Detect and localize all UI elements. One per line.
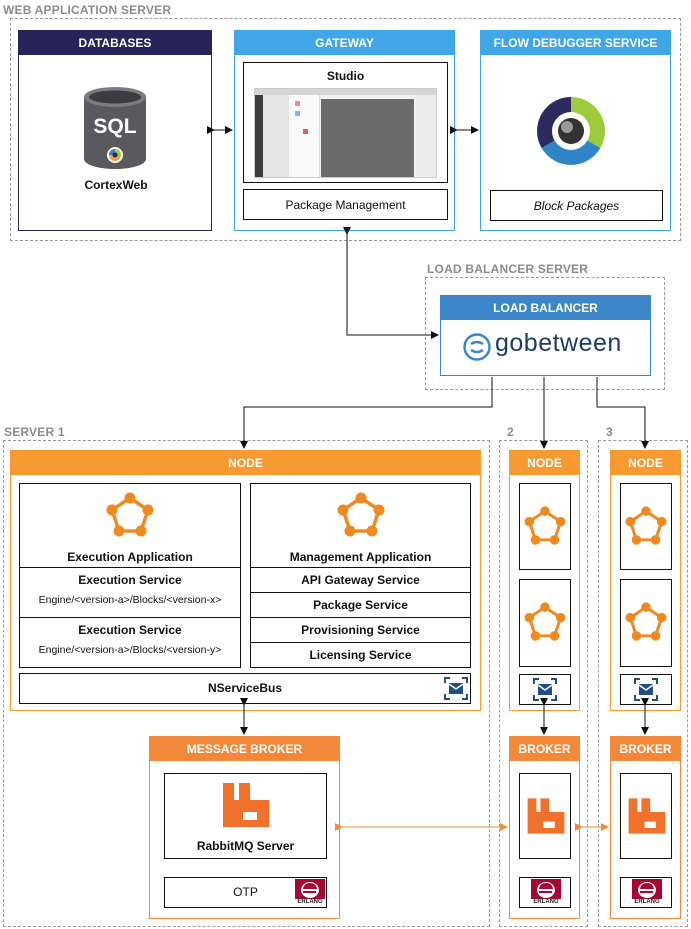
node-2-panel: NODE: [509, 450, 580, 711]
gobetween-logo-text: gobetween: [495, 329, 622, 357]
execution-service-label-2: Execution Service: [78, 623, 182, 637]
execution-application-box: Execution Application Execution Service …: [19, 483, 241, 668]
package-service-label: Package Service: [313, 598, 408, 612]
node-3-app-box-1: [620, 483, 672, 570]
rabbitmq-server-label: RabbitMQ Server: [196, 839, 295, 853]
broker-2-erlang-text: ERLANG: [533, 899, 559, 905]
web-application-server-label: WEB APPLICATION SERVER: [3, 3, 172, 17]
block-packages-box: Block Packages: [490, 190, 663, 221]
execution-service-row-1: Execution Service Engine/<version-a>/Blo…: [20, 567, 240, 617]
nservicebus-box: NServiceBus: [19, 673, 471, 704]
node-3-header: NODE: [611, 451, 680, 475]
node-3-mail-icon: [634, 678, 658, 701]
management-app-node-icon: [337, 492, 385, 538]
otp-label: OTP: [233, 885, 258, 899]
studio-screenshot: [254, 88, 437, 178]
node-2-app-box-2: [519, 579, 571, 667]
message-broker-1-panel: MESSAGE BROKER RabbitMQ Server OTP ERLAN…: [149, 736, 340, 919]
node-3-app-icon-1: [625, 506, 667, 546]
node-3-app-icon-2: [625, 602, 667, 642]
node-2-bus-box: [519, 674, 571, 705]
node-2-app-icon-1: [524, 506, 566, 546]
rabbitmq-icon: [221, 780, 271, 830]
execution-app-node-icon: [106, 492, 154, 538]
node-2-app-box-1: [519, 483, 571, 570]
flow-debugger-header: FLOW DEBUGGER SERVICE: [481, 31, 670, 55]
server-1-label: SERVER 1: [4, 425, 65, 439]
gateway-panel: GATEWAY Studio Package Management: [234, 30, 455, 231]
broker-3-otp-box: ERLANG: [620, 877, 672, 908]
provisioning-service-row: Provisioning Service: [251, 617, 470, 642]
node-2-mail-icon: [533, 678, 557, 701]
management-application-label: Management Application: [289, 550, 432, 564]
execution-application-label: Execution Application: [67, 550, 193, 564]
node-3-app-box-2: [620, 579, 672, 667]
licensing-service-row: Licensing Service: [251, 642, 470, 667]
flow-debugger-panel: FLOW DEBUGGER SERVICE Block Packages: [480, 30, 671, 231]
broker-2-panel: BROKER ERLANG: [509, 736, 580, 919]
studio-label: Studio: [326, 69, 365, 83]
broker-2-rabbitmq-icon: [526, 796, 566, 836]
node-3-panel: NODE: [610, 450, 681, 711]
execution-path-label-2: Engine/<version-a>/Blocks/<version-y>: [38, 644, 222, 656]
studio-box: Studio: [243, 62, 448, 183]
broker-3-panel: BROKER ERLANG: [610, 736, 681, 919]
package-management-box: Package Management: [243, 189, 448, 220]
node-2-header: NODE: [510, 451, 579, 475]
package-management-label: Package Management: [285, 198, 406, 212]
broker-2-rabbit-box: [519, 773, 571, 859]
databases-panel: DATABASES SQL CortexWeb: [18, 30, 212, 231]
broker-3-rabbit-box: [620, 773, 672, 859]
node-2-app-icon-2: [524, 602, 566, 642]
node-3-bus-box: [620, 674, 672, 705]
node-1-panel: NODE Execution Application Execution Ser…: [10, 450, 481, 711]
broker-3-erlang-icon: ERLANG: [631, 879, 663, 907]
erlang-logo-text: ERLANG: [297, 899, 323, 905]
sql-logo-text: SQL: [93, 115, 137, 138]
provisioning-service-label: Provisioning Service: [301, 623, 420, 637]
server-3-label: 3: [606, 425, 613, 439]
nservicebus-mail-icon: [444, 677, 468, 700]
block-packages-label: Block Packages: [533, 199, 620, 213]
gateway-header: GATEWAY: [235, 31, 454, 55]
broker-2-header: BROKER: [510, 737, 579, 761]
broker-2-otp-box: ERLANG: [519, 877, 571, 908]
sql-database-icon: SQL: [82, 85, 148, 171]
package-service-row: Package Service: [251, 592, 470, 617]
cortexweb-label: CortexWeb: [84, 178, 148, 192]
broker-3-header: BROKER: [611, 737, 680, 761]
broker-3-erlang-text: ERLANG: [634, 899, 660, 905]
execution-path-label-1: Engine/<version-a>/Blocks/<version-x>: [38, 594, 222, 606]
api-gateway-service-row: API Gateway Service: [251, 567, 470, 592]
execution-service-row-2: Execution Service Engine/<version-a>/Blo…: [20, 617, 240, 667]
broker-3-rabbitmq-icon: [627, 796, 667, 836]
load-balancer-panel: LOAD BALANCER gobetween: [440, 295, 651, 376]
management-application-box: Management Application API Gateway Servi…: [250, 483, 471, 668]
message-broker-1-header: MESSAGE BROKER: [150, 737, 339, 761]
execution-service-label-1: Execution Service: [78, 573, 182, 587]
nservicebus-label: NServiceBus: [207, 681, 283, 695]
rabbitmq-server-box: RabbitMQ Server: [164, 773, 327, 859]
node-1-header: NODE: [11, 451, 480, 475]
databases-header: DATABASES: [19, 31, 211, 55]
otp-box: OTP ERLANG: [164, 877, 327, 908]
load-balancer-server-label: LOAD BALANCER SERVER: [427, 262, 589, 276]
cortex-debugger-icon: [536, 96, 606, 166]
gobetween-logo-icon: [462, 332, 492, 362]
erlang-logo-icon: ERLANG: [294, 879, 326, 907]
licensing-service-label: Licensing Service: [309, 648, 412, 662]
broker-2-erlang-icon: ERLANG: [530, 879, 562, 907]
load-balancer-header: LOAD BALANCER: [441, 296, 650, 320]
api-gateway-service-label: API Gateway Service: [301, 573, 420, 587]
server-2-label: 2: [507, 425, 514, 439]
